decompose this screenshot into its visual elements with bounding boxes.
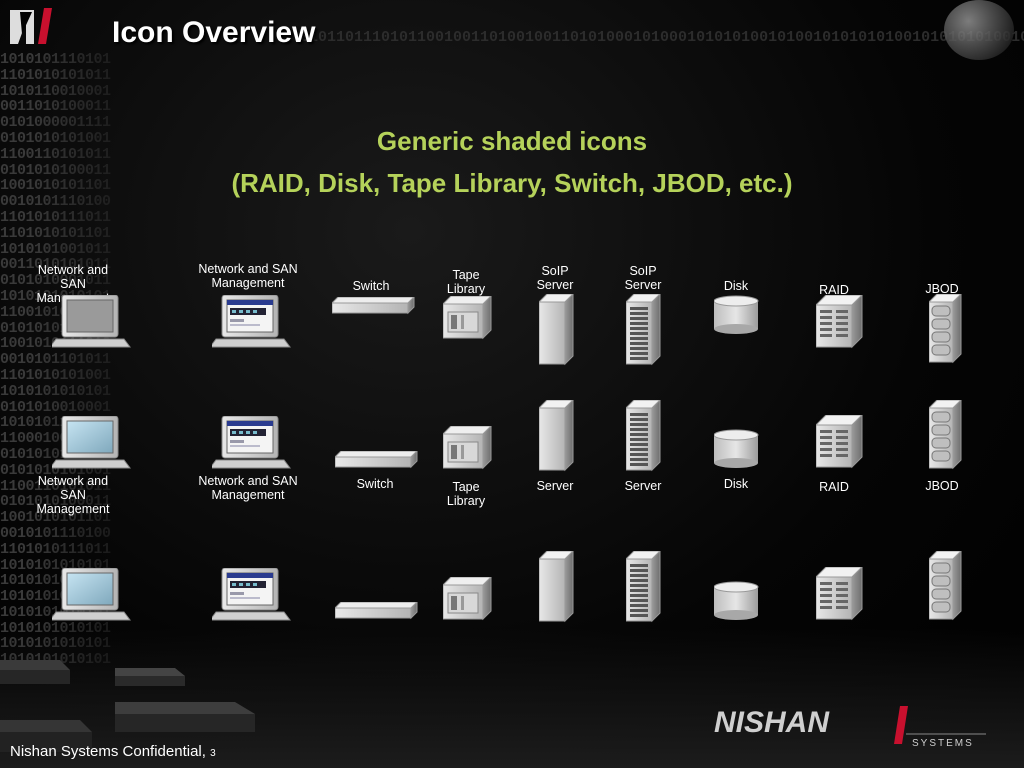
switch-icon: [332, 297, 415, 314]
laptop-management-icon: [212, 295, 291, 348]
label-row1-soip-server-2: SoIP Server: [624, 264, 662, 292]
switch-icon: [335, 451, 418, 468]
label-row1-disk: Disk: [723, 279, 749, 293]
nishan-logo-icon: [10, 8, 52, 44]
label-row2-tape-library: Tape Library: [446, 480, 486, 508]
label-row2-nsm-2: Network and SAN Management: [198, 474, 298, 502]
globe-decoration: [944, 0, 1014, 60]
jbod-icon: [929, 294, 962, 363]
footer-text: Nishan Systems Confidential,: [10, 743, 206, 760]
server-icon: [539, 551, 574, 622]
tape-library-icon: [443, 426, 492, 469]
soip-server-icon: [539, 294, 574, 365]
nishan-systems-logo: NISHAN SYSTEMS: [714, 706, 986, 749]
jbod-icon: [929, 400, 962, 469]
disk-icon: [714, 581, 759, 621]
disk-icon: [714, 429, 759, 469]
laptop-icon: [52, 568, 131, 621]
disk-icon: [714, 295, 759, 335]
label-row2-disk: Disk: [723, 477, 749, 491]
label-row1-nsm-2: Network and SAN Management: [198, 262, 298, 290]
jbod-icon: [929, 551, 962, 620]
subtitle-line-1: Generic shaded icons: [376, 126, 648, 156]
label-row1-jbod: JBOD: [925, 282, 959, 296]
server-rack-icon: [626, 400, 661, 471]
page-number: 3: [210, 748, 216, 759]
binary-decoration: 1010101110101 1101010101011 101011001000…: [0, 52, 111, 668]
binary-decoration-top: 0101101110101100100110100100110101000101…: [300, 30, 1024, 46]
laptop-icon: [52, 416, 131, 469]
page-title: Icon Overview: [112, 16, 316, 49]
label-row2-jbod: JBOD: [925, 479, 959, 493]
label-row2-server-1: Server: [536, 479, 574, 493]
laptop-management-icon: [212, 416, 291, 469]
svg-text:SYSTEMS: SYSTEMS: [912, 738, 974, 749]
floor-tiles-decoration: [0, 660, 255, 752]
tape-library-icon: [443, 577, 492, 620]
server-icon: [539, 400, 574, 471]
raid-icon: [816, 415, 863, 468]
label-row1-raid: RAID: [819, 283, 849, 297]
label-row2-raid: RAID: [819, 480, 849, 494]
label-row2-switch: Switch: [356, 477, 394, 491]
raid-icon: [816, 567, 863, 620]
server-rack-icon: [626, 551, 661, 622]
footer-confidential: Nishan Systems Confidential, 3: [10, 743, 216, 760]
raid-icon: [816, 295, 863, 348]
label-row1-nsm-1: Network and SAN Management: [37, 263, 110, 305]
laptop-management-icon: [212, 568, 291, 621]
label-row2-server-2: Server: [624, 479, 662, 493]
subtitle-line-2: (RAID, Disk, Tape Library, Switch, JBOD,…: [231, 168, 793, 198]
laptop-gray-icon: [52, 295, 131, 348]
label-row1-tape-library: Tape Library: [446, 268, 486, 296]
floor-decoration: [0, 628, 1024, 768]
label-row2-nsm-1: Network and SAN Management: [36, 474, 110, 516]
soip-server-rack-icon: [626, 294, 661, 365]
svg-text:NISHAN: NISHAN: [714, 706, 830, 739]
tape-library-icon: [443, 296, 492, 339]
switch-icon: [335, 602, 418, 619]
label-row1-soip-server-1: SoIP Server: [536, 264, 574, 292]
label-row1-switch: Switch: [352, 279, 390, 293]
